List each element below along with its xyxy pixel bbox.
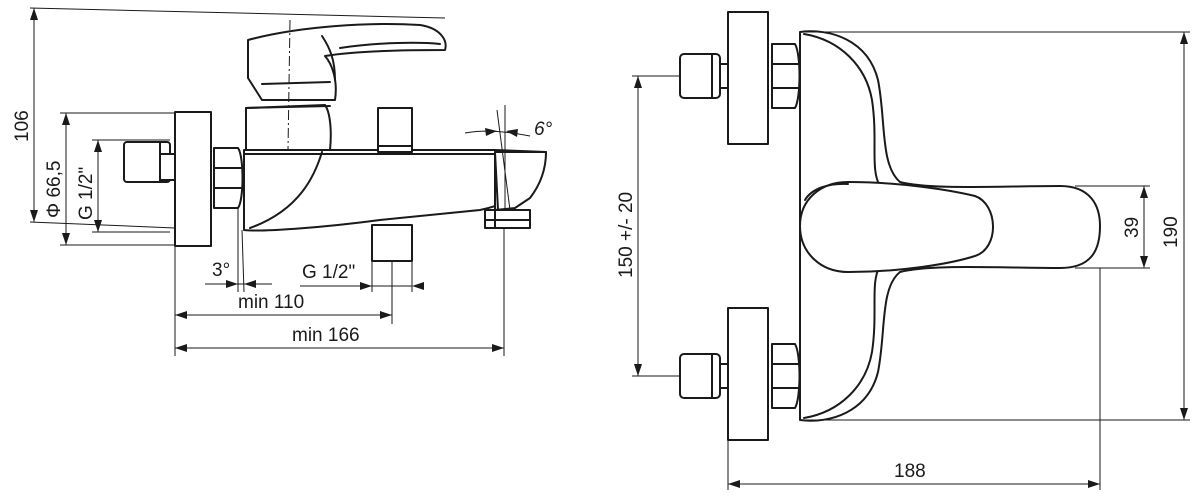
arrow-150-top [634, 76, 642, 88]
arrow-diameter-top [62, 113, 70, 125]
body-top-inner-lower [803, 265, 881, 419]
arrow-angle-6-left [485, 128, 497, 136]
arrow-106-top [30, 8, 38, 20]
label-thread-bottom: G 1/2" [302, 262, 355, 283]
label-angle-3: 3° [212, 260, 230, 281]
arrow-190-top [1180, 32, 1188, 44]
label-angle-6: 6° [534, 119, 553, 140]
arrow-150-bottom [634, 364, 642, 376]
body-contour-curve [249, 151, 323, 229]
arrow-min110-right [380, 311, 392, 319]
arrow-106-bottom [30, 210, 38, 222]
hex-nut [213, 147, 244, 209]
bottom-outlet [371, 224, 413, 262]
label-106: 106 [12, 110, 33, 142]
label-min-110: min 110 [238, 292, 304, 313]
arrow-angle-3-right [244, 280, 256, 288]
lever-top-line [339, 41, 441, 49]
arrow-angle-3-left [226, 280, 238, 288]
upper-inlet-pipe [679, 53, 721, 99]
label-150: 150 +/- 20 [616, 192, 637, 278]
lower-inlet-stub [719, 363, 729, 389]
top-flange-upper [727, 11, 769, 145]
label-min-166: min 166 [292, 325, 360, 346]
arrow-39-top [1140, 186, 1148, 198]
lever-edge [321, 35, 336, 81]
angle-6-arc [464, 130, 531, 137]
arrow-thread-top [94, 140, 102, 152]
lever-top-highlight [804, 182, 849, 201]
lower-inlet-pipe [679, 353, 721, 399]
arrow-39-bottom [1140, 256, 1148, 268]
wall-flange [174, 111, 212, 247]
upper-hex-nut [771, 43, 801, 109]
lever-axis [287, 19, 291, 151]
arrow-min166-right [492, 344, 504, 352]
label-190: 190 [1161, 216, 1182, 248]
side-view: 106 Φ 66,5 G 1/2" 3° G 1/2" min 110 min … [12, 7, 553, 356]
lever-handle [247, 23, 447, 101]
body-top-inner-upper [803, 33, 881, 187]
spout-front [494, 151, 499, 211]
lever-underside [261, 81, 331, 85]
lower-hex-nut [771, 343, 801, 409]
label-39: 39 [1122, 217, 1143, 238]
arrow-190-bottom [1180, 408, 1188, 420]
arrow-thread-bottom [94, 220, 102, 232]
spout [494, 151, 547, 211]
label-thread-left: G 1/2" [76, 167, 97, 220]
diverter-knob [377, 107, 413, 153]
lever-top [799, 181, 994, 273]
upper-inlet-stub [719, 63, 729, 89]
arrow-188-right [1088, 480, 1100, 488]
label-diameter-66-5: Φ 66,5 [44, 161, 65, 218]
label-188: 188 [894, 461, 926, 482]
angle-6-tilted [496, 109, 511, 211]
cartridge-rim [245, 105, 331, 109]
arrow-188-left [728, 480, 740, 488]
arrow-diameter-bottom [62, 233, 70, 245]
top-view: 150 +/- 20 39 190 188 [616, 11, 1190, 490]
ext-line-106-bottom [29, 221, 176, 229]
angle-3-line [241, 229, 245, 293]
arrow-min166-left [175, 344, 187, 352]
arrow-min110-left [175, 311, 187, 319]
arrow-outlet-right [412, 282, 424, 290]
top-flange-lower [727, 307, 769, 441]
ext-line-106-top [29, 7, 446, 19]
arrow-outlet-left [360, 282, 372, 290]
inlet-pipe-stub [159, 153, 176, 181]
arrow-angle-6-right [506, 129, 518, 137]
